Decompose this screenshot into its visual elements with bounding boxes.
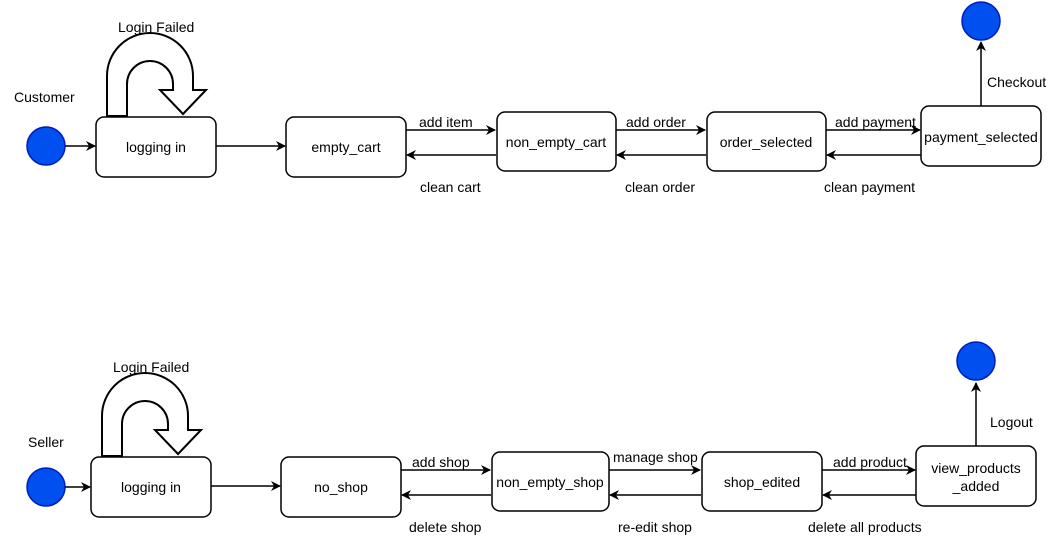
customer-final-state: [961, 1, 1001, 41]
customer-payment-selected-label: payment_selected: [924, 129, 1038, 145]
seller-add-product-label: add product: [833, 454, 907, 470]
seller-manage-shop-label: manage shop: [613, 449, 698, 465]
seller-state-view-products-added: view_products _added: [915, 445, 1037, 507]
customer-non-empty-cart-label: non_empty_cart: [506, 134, 607, 150]
customer-flow: Customer Login Failed logging in empty_c…: [14, 1, 1046, 195]
seller-view-products-label-line1: view_products: [931, 460, 1021, 476]
seller-add-shop-label: add shop: [412, 454, 470, 470]
seller-shop-edited-label: shop_edited: [724, 474, 800, 490]
customer-login-failed-label: Login Failed: [118, 19, 194, 35]
seller-logout-label: Logout: [990, 414, 1033, 430]
customer-state-order-selected: order_selected: [706, 111, 827, 172]
customer-empty-cart-label: empty_cart: [311, 139, 380, 155]
seller-state-logging-in: logging in: [90, 456, 212, 518]
customer-state-payment-selected: payment_selected: [920, 105, 1042, 167]
customer-logging-in-label: logging in: [126, 139, 186, 155]
seller-no-shop-label: no_shop: [314, 479, 368, 495]
seller-actor-label: Seller: [28, 434, 64, 450]
seller-state-no-shop: no_shop: [280, 456, 402, 518]
seller-re-edit-shop-label: re-edit shop: [618, 519, 692, 535]
seller-initial-state: [26, 467, 66, 507]
customer-initial-state: [26, 126, 66, 166]
customer-clean-cart-label: clean cart: [420, 179, 481, 195]
customer-state-logging-in: logging in: [95, 116, 217, 178]
customer-login-failed-loop: [106, 32, 209, 117]
customer-order-selected-label: order_selected: [720, 134, 813, 150]
seller-login-failed-label: Login Failed: [113, 359, 189, 375]
customer-state-non-empty-cart: non_empty_cart: [496, 111, 617, 172]
seller-state-non-empty-shop: non_empty_shop: [491, 451, 610, 512]
seller-final-state: [956, 341, 996, 381]
customer-clean-order-label: clean order: [625, 179, 695, 195]
seller-non-empty-shop-label: non_empty_shop: [496, 474, 604, 490]
seller-delete-all-products-label: delete all products: [808, 519, 922, 535]
customer-add-order-label: add order: [626, 114, 686, 130]
seller-state-shop-edited: shop_edited: [701, 451, 823, 512]
customer-add-item-label: add item: [419, 114, 473, 130]
customer-add-payment-label: add payment: [835, 114, 916, 130]
customer-checkout-label: Checkout: [987, 74, 1046, 90]
customer-clean-payment-label: clean payment: [824, 179, 915, 195]
seller-delete-shop-label: delete shop: [409, 519, 482, 535]
customer-actor-label: Customer: [14, 89, 75, 105]
seller-logging-in-label: logging in: [121, 479, 181, 495]
seller-flow: Seller Login Failed logging in no_shop a…: [26, 341, 1037, 535]
seller-view-products-label-line2: _added: [952, 478, 1000, 494]
customer-state-empty-cart: empty_cart: [285, 116, 407, 178]
seller-login-failed-loop: [101, 372, 204, 457]
